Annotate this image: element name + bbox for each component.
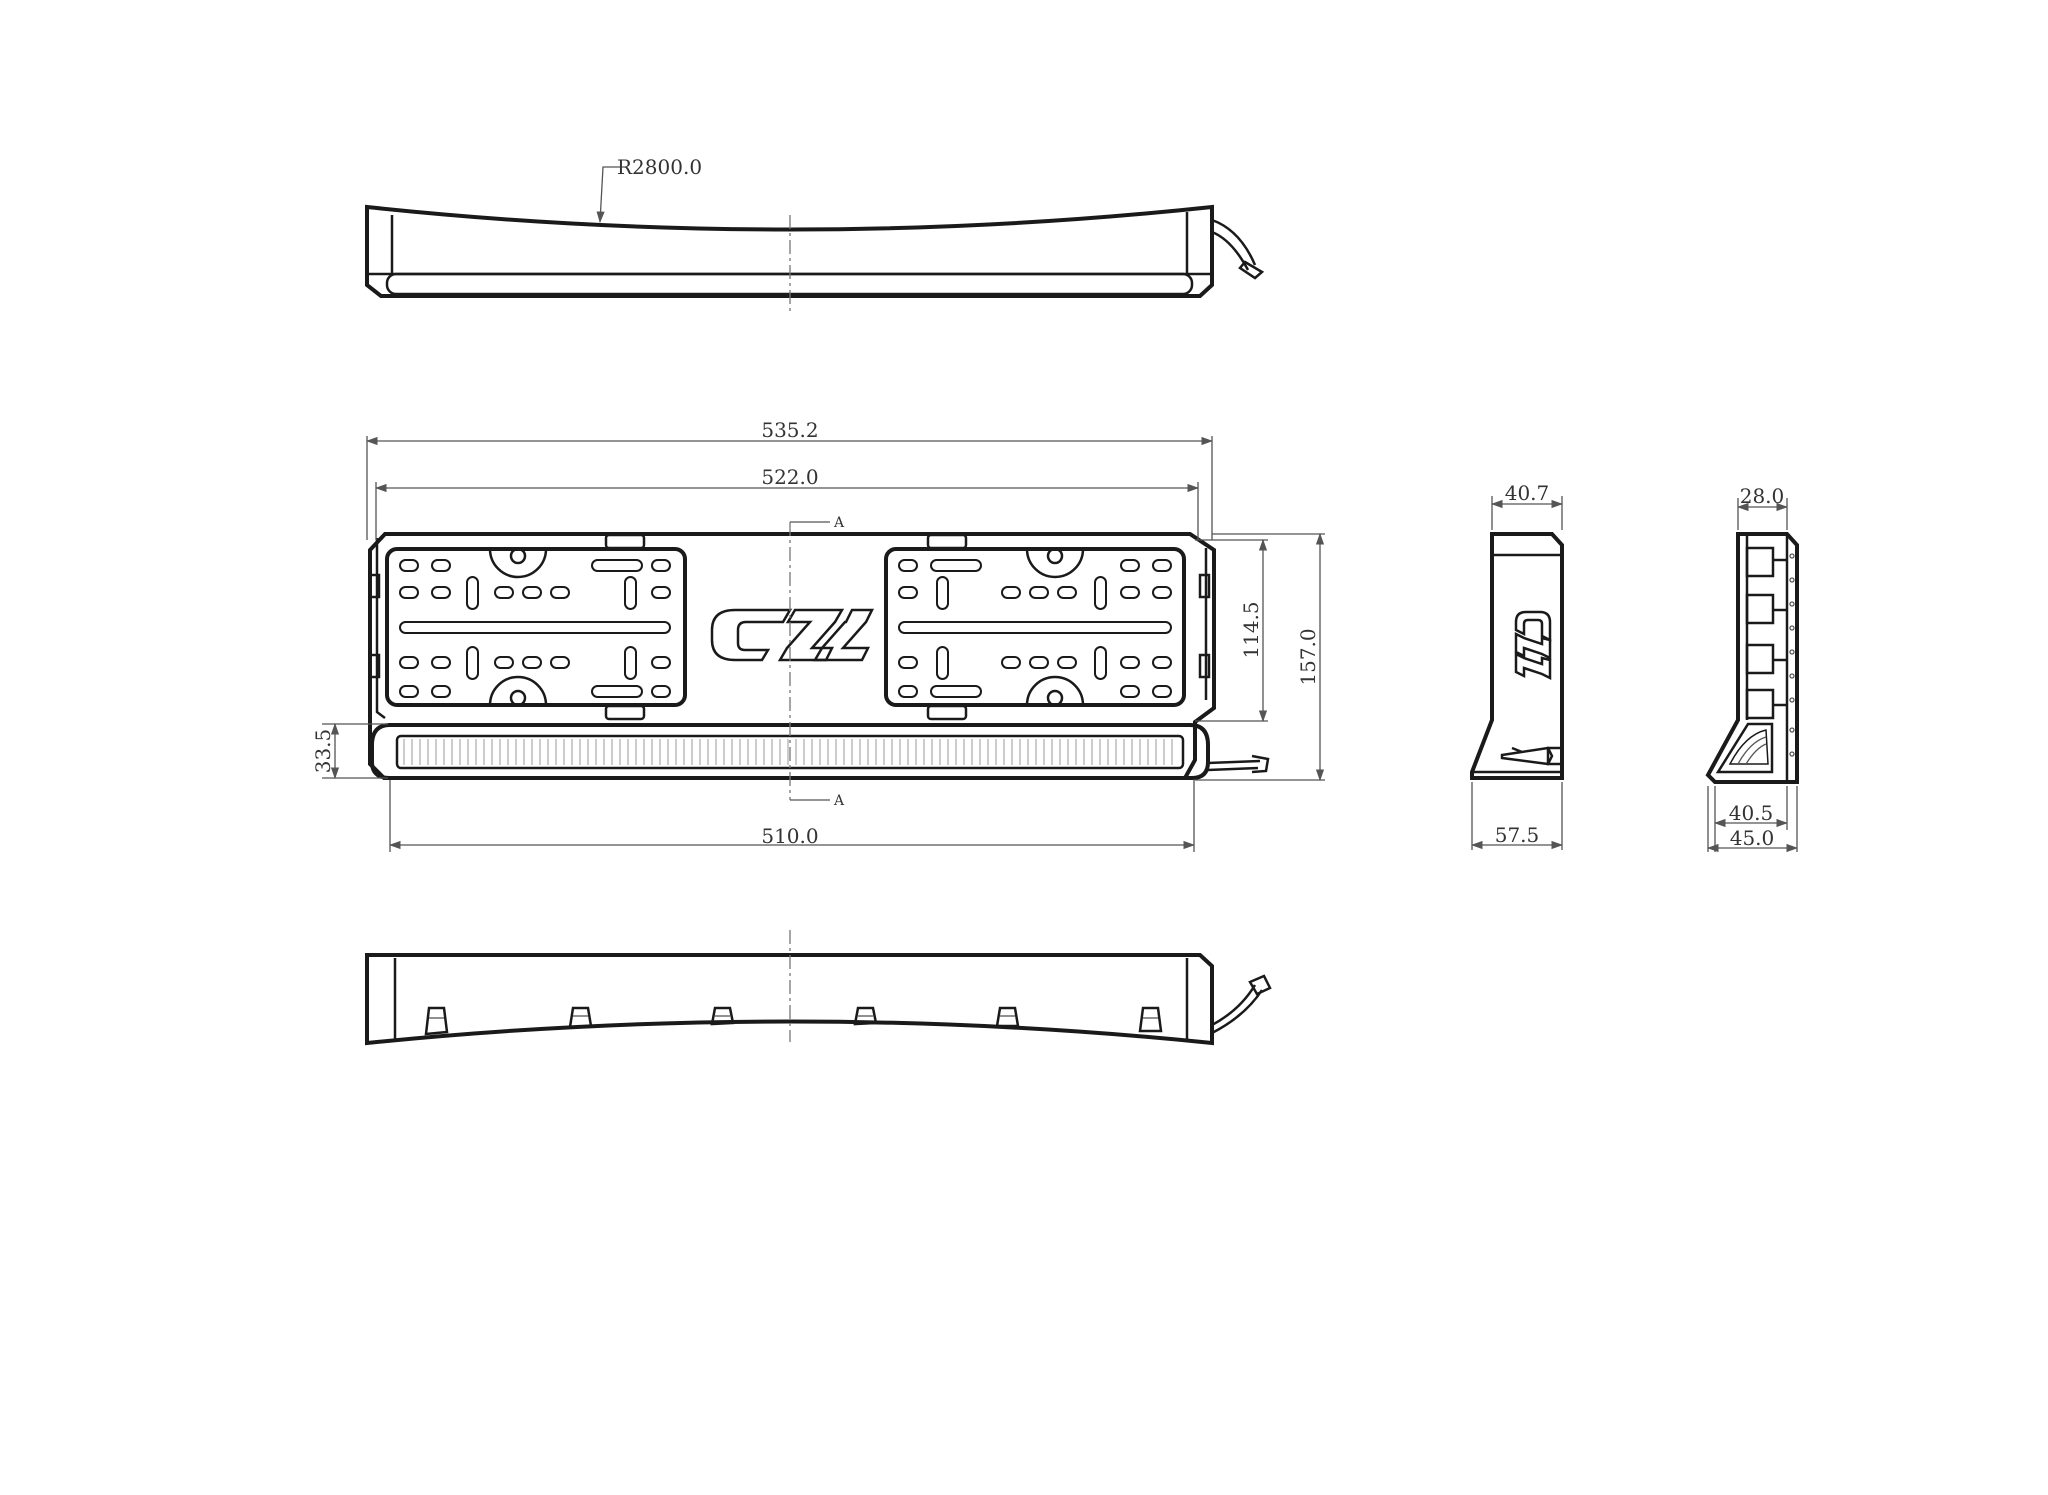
side-logo	[1514, 610, 1552, 681]
dim-section-top-depth: 28.0	[1740, 484, 1785, 508]
bottom-cable	[1211, 984, 1264, 1035]
bottom-view	[365, 930, 1272, 1046]
dim-section-inner-depth: 40.5	[1729, 801, 1774, 825]
lens-fins	[403, 739, 1173, 765]
dim-lens-width: 510.0	[761, 824, 818, 848]
section-holes	[1789, 553, 1795, 757]
dim-side-bottom-depth: 57.5	[1495, 823, 1540, 847]
bottom-mounting-feet	[424, 1006, 1163, 1036]
dim-section-bottom-depth: 45.0	[1730, 826, 1775, 850]
dim-side-top-depth: 40.7	[1505, 481, 1550, 505]
ozz-logo	[710, 608, 875, 662]
dim-body-width: 522.0	[761, 465, 818, 489]
right-slot-pattern	[898, 559, 1172, 698]
cable	[1211, 218, 1257, 271]
dim-plate-height: 114.5	[1239, 601, 1263, 658]
dim-overall-width: 535.2	[761, 418, 818, 442]
section-marker-top: A	[833, 515, 845, 531]
left-mounting-panel	[385, 547, 687, 707]
section-view: 28.0 40.5 45.0	[1705, 484, 1799, 853]
radius-label: R2800.0	[617, 155, 702, 179]
section-ribs	[1745, 546, 1787, 720]
right-mounting-panel	[884, 547, 1186, 707]
section-marker-bottom: A	[833, 793, 845, 809]
side-view: 40.7 57.5	[1470, 481, 1564, 850]
dim-overall-height: 157.0	[1296, 628, 1320, 685]
front-view: A A 535.2 522.0 510.0 114.5 157.0 33.5	[311, 418, 1325, 852]
dim-lens-height: 33.5	[311, 729, 335, 774]
left-slot-pattern	[399, 559, 671, 698]
front-cable	[1207, 759, 1261, 772]
top-view: R2800.0	[365, 155, 1265, 312]
